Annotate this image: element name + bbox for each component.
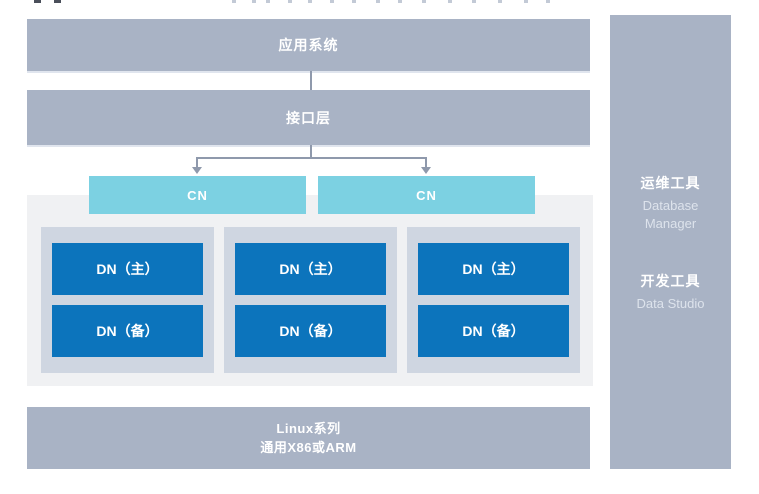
cn-node-1-label: CN xyxy=(187,187,208,203)
dev-tool-title: 开发工具 xyxy=(640,273,701,289)
connector-app-to-interface xyxy=(310,71,312,90)
arrow-down-icon xyxy=(192,167,202,174)
dev-tool-block: 开发工具 Data Studio xyxy=(610,271,731,313)
dn-group-3: DN（主） DN（备） xyxy=(407,227,580,373)
connector-drop-right xyxy=(425,157,427,168)
os-layer-box: Linux系列 通用X86或ARM xyxy=(27,407,590,469)
dn-group-2: DN（主） DN（备） xyxy=(224,227,397,373)
application-layer-box: 应用系统 xyxy=(27,19,590,71)
dn-primary-box: DN（主） xyxy=(52,243,203,295)
connector-branch-line xyxy=(196,157,426,159)
dn-primary-label: DN（主） xyxy=(96,261,159,277)
dn-primary-label: DN（主） xyxy=(462,261,525,277)
dn-group-1: DN（主） DN（备） xyxy=(41,227,214,373)
interface-layer-box: 接口层 xyxy=(27,90,590,145)
dev-tool-subtitle-line1: Data Studio xyxy=(636,296,705,311)
dn-primary-box: DN（主） xyxy=(235,243,386,295)
ops-tool-subtitle-line1: Database xyxy=(642,198,699,213)
cn-node-2: CN xyxy=(318,176,535,214)
dn-primary-box: DN（主） xyxy=(418,243,569,295)
connector-drop-left xyxy=(196,157,198,168)
dn-standby-label: DN（备） xyxy=(279,323,342,339)
application-layer-label: 应用系统 xyxy=(278,37,339,53)
dn-standby-box: DN（备） xyxy=(235,305,386,357)
dn-standby-label: DN（备） xyxy=(96,323,159,339)
arrow-down-icon xyxy=(421,167,431,174)
dn-standby-label: DN（备） xyxy=(462,323,525,339)
ops-tool-block: 运维工具 Database Manager xyxy=(610,173,731,233)
dn-standby-box: DN（备） xyxy=(418,305,569,357)
cn-node-2-label: CN xyxy=(416,187,437,203)
os-layer-line1: Linux系列 xyxy=(276,421,341,436)
interface-layer-label: 接口层 xyxy=(286,109,331,126)
connector-stem xyxy=(310,145,312,158)
ops-tool-subtitle-line2: Manager xyxy=(644,216,697,231)
tools-sidebar: 运维工具 Database Manager 开发工具 Data Studio xyxy=(610,15,731,469)
ops-tool-title: 运维工具 xyxy=(640,175,701,191)
dn-standby-box: DN（备） xyxy=(52,305,203,357)
cn-node-1: CN xyxy=(89,176,306,214)
os-layer-line2: 通用X86或ARM xyxy=(260,440,357,455)
dn-primary-label: DN（主） xyxy=(279,261,342,277)
